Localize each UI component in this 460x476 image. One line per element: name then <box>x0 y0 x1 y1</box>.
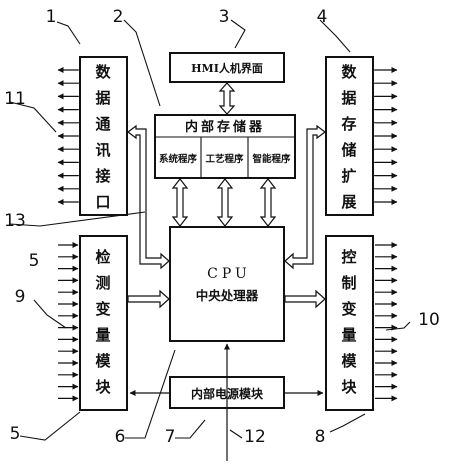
control-char: 控 <box>341 248 356 266</box>
callout-12: 12 <box>244 427 266 447</box>
detect-char: 检 <box>95 248 110 266</box>
detect-module-label: 检 测 变 量 模 块 <box>95 248 111 396</box>
memory-section-smart: 智能程序 <box>252 153 291 165</box>
comm-char: 通 <box>95 115 110 133</box>
ext-char: 据 <box>341 89 356 107</box>
ext-char: 储 <box>341 141 356 159</box>
comm-cpu-arrow <box>127 124 170 270</box>
memory-cpu-arrow-3 <box>259 178 277 227</box>
callout-2: 2 <box>113 7 124 27</box>
comm-char: 讯 <box>95 141 110 159</box>
detect-module-box <box>79 235 128 411</box>
callout-10: 10 <box>418 310 440 330</box>
cpu-control-arrow <box>284 289 326 309</box>
cpu-box <box>169 226 285 342</box>
callout-11: 11 <box>4 89 26 109</box>
storage-extension-pins <box>369 67 398 205</box>
callout-1: 1 <box>46 7 57 27</box>
callout-8: 8 <box>315 427 326 447</box>
memory-cpu-arrow-2 <box>216 178 234 227</box>
comm-interface-pins <box>57 67 84 205</box>
storage-cpu-arrow <box>284 124 326 270</box>
detect-input-pins <box>58 242 79 402</box>
hmi-label: HMI人机界面 <box>191 61 263 75</box>
storage-extension-label: 数 据 存 储 扩 展 <box>341 63 357 211</box>
control-char: 量 <box>341 326 356 344</box>
comm-char: 口 <box>95 193 110 211</box>
callout-3: 3 <box>219 7 230 27</box>
detect-char: 测 <box>95 274 110 292</box>
control-char: 块 <box>341 378 357 396</box>
callout-9: 9 <box>15 287 26 307</box>
memory-cpu-arrow-1 <box>171 178 189 227</box>
callout-6: 6 <box>115 427 126 447</box>
cpu-sublabel: 中央处理器 <box>196 288 259 303</box>
callout-5: 5 <box>10 424 21 444</box>
control-module-label: 控 制 变 量 模 块 <box>341 248 357 396</box>
cpu-label: CPU <box>207 266 251 282</box>
internal-memory-box <box>154 114 296 179</box>
callout-5-top: 5 <box>29 251 40 271</box>
callout-numbers: 1 2 3 4 11 13 5 9 10 5 6 7 12 8 <box>4 7 440 447</box>
memory-section-system: 系统程序 <box>159 153 198 165</box>
ext-char: 扩 <box>341 167 356 185</box>
ext-char: 展 <box>341 193 356 211</box>
detect-cpu-arrow <box>127 289 170 309</box>
control-module-box <box>325 235 374 411</box>
comm-char: 接 <box>95 167 110 185</box>
callout-7: 7 <box>165 427 176 447</box>
detect-char: 块 <box>95 378 111 396</box>
internal-memory-title: 内部存储器 <box>185 119 265 135</box>
detect-char: 模 <box>95 352 111 370</box>
hmi-memory-arrow <box>218 82 236 115</box>
control-char: 制 <box>341 274 356 292</box>
comm-interface-box <box>79 56 128 216</box>
comm-interface-label: 数 据 通 讯 接 口 <box>95 63 111 211</box>
memory-section-process: 工艺程序 <box>205 153 244 165</box>
storage-extension-box <box>325 56 374 216</box>
control-char: 变 <box>341 300 356 318</box>
detect-char: 变 <box>95 300 110 318</box>
control-char: 模 <box>341 352 357 370</box>
comm-char: 据 <box>95 89 110 107</box>
leader-lines <box>9 19 411 441</box>
detect-char: 量 <box>95 326 110 344</box>
comm-char: 数 <box>95 63 111 81</box>
ext-char: 数 <box>341 63 357 81</box>
callout-13: 13 <box>4 211 26 231</box>
ext-char: 存 <box>341 115 356 133</box>
hmi-box <box>169 52 285 83</box>
control-output-pins <box>375 242 398 402</box>
callout-4: 4 <box>317 7 328 27</box>
